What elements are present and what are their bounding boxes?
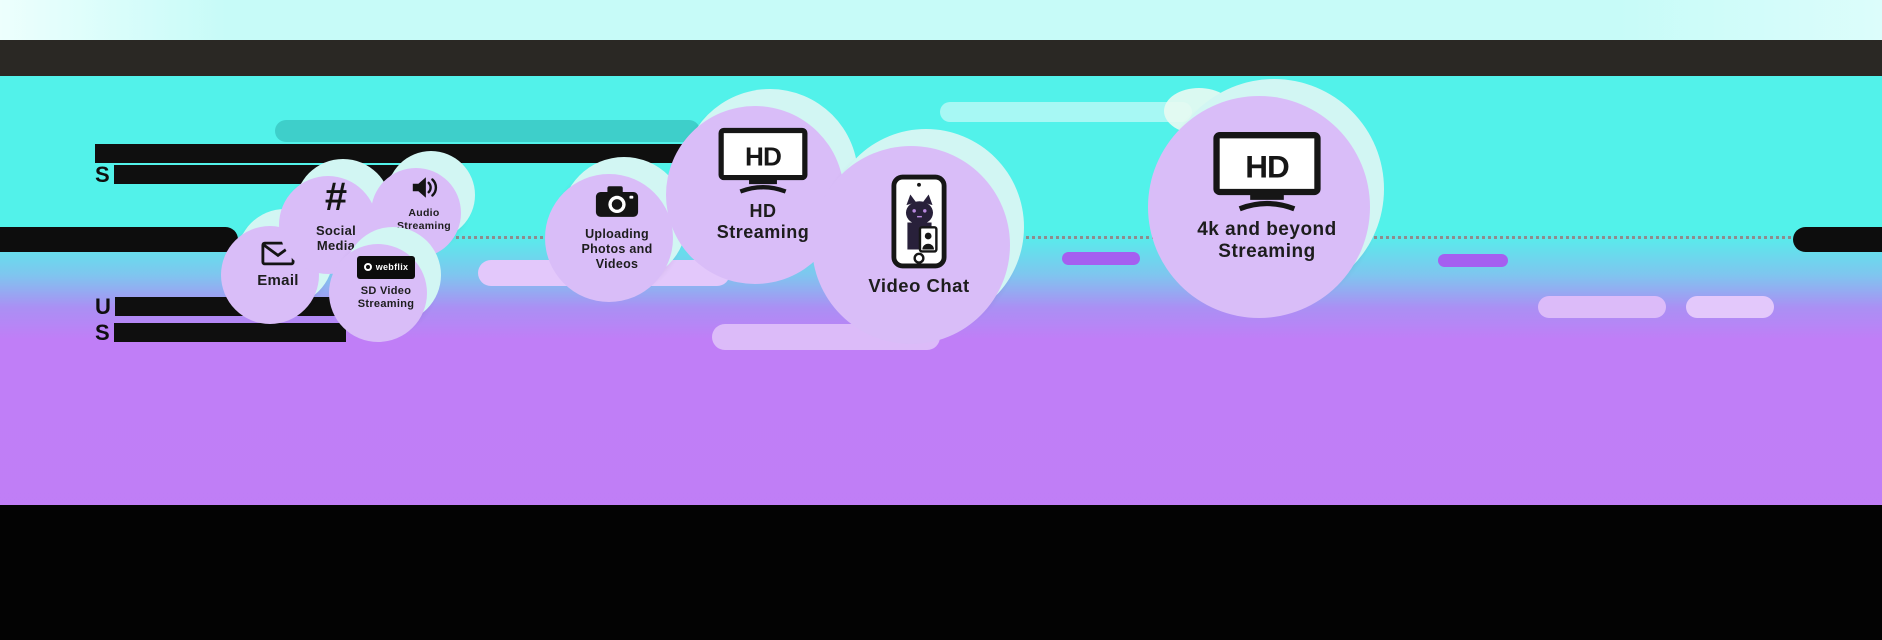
webflix-chip: webflix xyxy=(357,255,415,279)
speed-pill-lavender xyxy=(1538,296,1666,318)
bubble-label: SD Video Streaming xyxy=(357,284,415,310)
video-chat-phone-icon xyxy=(891,174,947,269)
redacted-line-prefix: S xyxy=(95,162,111,187)
redacted-text-line xyxy=(95,144,690,163)
bubble-sd-video-streaming: webflix SD Video Streaming xyxy=(339,236,433,330)
speed-pill-lavender xyxy=(1686,296,1774,318)
webflix-ring-icon xyxy=(363,263,372,272)
bubble-label: 4k and beyond Streaming xyxy=(1197,218,1337,262)
bubble-label: Uploading Photos and Videos xyxy=(581,227,653,271)
footer-bar xyxy=(0,505,1882,640)
bubble-label: Social Media xyxy=(315,222,357,253)
webflix-logo-icon: webflix xyxy=(357,255,415,279)
redacted-bar xyxy=(95,144,690,163)
bubble-video-chat: Video Chat xyxy=(822,138,1016,332)
speed-pill-cyan xyxy=(940,102,1192,122)
webflix-wordmark: webflix xyxy=(375,262,409,273)
hd-tv-icon: HD xyxy=(1212,131,1322,213)
bubble-label: Video Chat xyxy=(868,274,970,296)
speed-pill-purple xyxy=(1438,254,1508,267)
hd-tv-icon: HD xyxy=(717,127,809,195)
speaker-icon xyxy=(410,174,438,201)
tv-screen-text: HD xyxy=(745,141,781,171)
redacted-bar xyxy=(113,323,346,342)
header-bar xyxy=(0,40,1882,76)
top-strip xyxy=(0,0,1882,40)
redacted-line-prefix: U xyxy=(95,294,112,319)
axis-right-cap xyxy=(1793,227,1882,252)
axis-left-cap xyxy=(0,227,238,252)
hashtag-icon: # xyxy=(324,174,348,219)
tv-screen-text: HD xyxy=(1245,148,1289,184)
bubble-label: Audio Streaming xyxy=(396,207,452,232)
redacted-text-line: S xyxy=(95,320,346,345)
bubble-label: Email xyxy=(257,271,299,289)
bubble-uploading-photos-videos: Uploading Photos and Videos xyxy=(555,166,679,290)
bubble-4k-streaming: HD 4k and beyond Streaming xyxy=(1158,88,1376,306)
bubble-label: HD Streaming xyxy=(716,200,810,242)
speed-pill-teal xyxy=(275,120,700,142)
redacted-line-prefix: S xyxy=(95,320,111,345)
camera-icon xyxy=(594,184,640,221)
speed-pill-purple xyxy=(1062,252,1140,265)
